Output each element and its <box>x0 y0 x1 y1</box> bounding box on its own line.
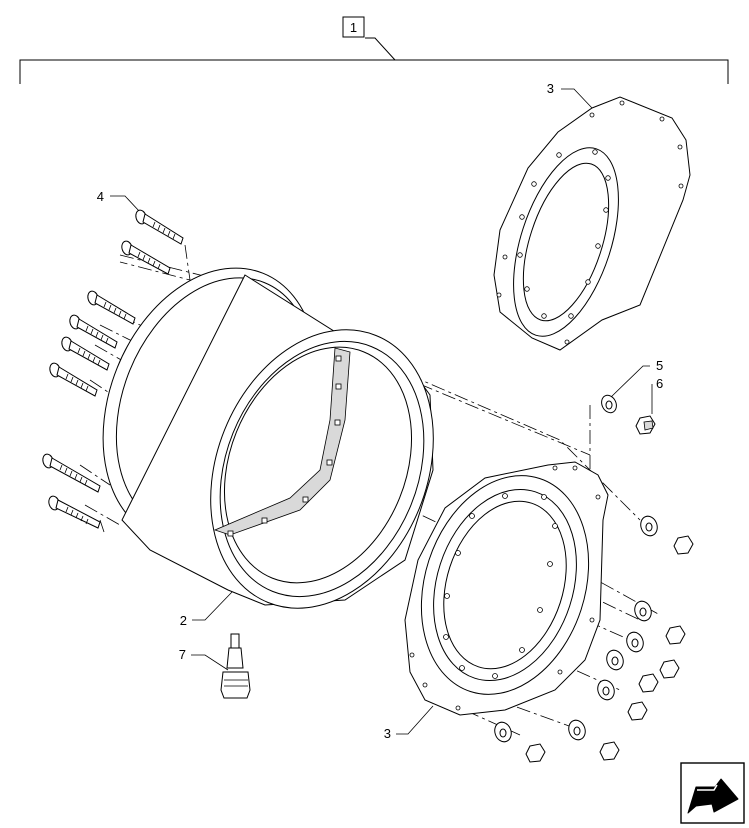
callout-7-label: 7 <box>179 647 186 662</box>
leader-lines <box>110 88 653 735</box>
arrow-next-icon[interactable] <box>680 762 745 824</box>
bolt-set: 4 <box>42 189 191 533</box>
callout-2-label: 2 <box>180 613 187 628</box>
valve: 7 <box>179 633 251 699</box>
washer-nut-set: 5 6 <box>601 358 663 435</box>
callout-4-label: 4 <box>97 189 104 204</box>
callout-5-label: 5 <box>656 358 663 373</box>
fastener-group <box>494 515 694 763</box>
assembly-bracket: 1 <box>19 16 729 84</box>
callout-1-label: 1 <box>350 20 357 35</box>
callout-3-top-label: 3 <box>547 81 554 96</box>
wheel-disc-top: 3 <box>493 81 691 351</box>
wheel-disc-bottom: 3 <box>384 461 609 741</box>
callout-3-bottom-label: 3 <box>384 726 391 741</box>
callout-6-label: 6 <box>656 376 663 391</box>
rim: 2 <box>102 267 434 628</box>
